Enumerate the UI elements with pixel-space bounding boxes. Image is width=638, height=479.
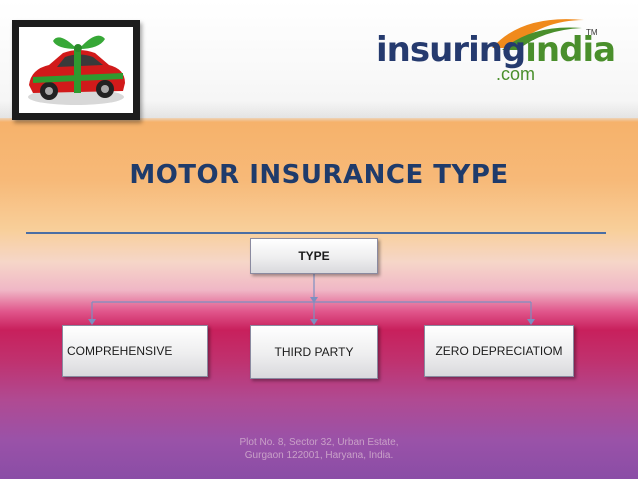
logo-wordmark: insuringindia	[376, 30, 616, 70]
logo-swoosh-icon	[492, 19, 584, 50]
gift-wrapped-car-icon	[28, 35, 125, 105]
insuringindia-logo[interactable]: insuringindia TM .com	[376, 19, 616, 102]
diagram-node-zero-depreciation: ZERO DEPRECIATIOM	[424, 325, 574, 377]
diagram-node-comprehensive: COMPREHENSIVE	[62, 325, 208, 377]
title-divider	[26, 232, 606, 234]
logo-text-main: insuring	[376, 30, 526, 70]
logo-trademark: TM	[586, 28, 598, 37]
page-title: MOTOR INSURANCE TYPE	[129, 160, 509, 190]
footer-address-line-2: Gurgaon 122001, Haryana, India.	[244, 450, 394, 461]
diagram-node-type: TYPE	[250, 238, 378, 274]
footer-address-line-1: Plot No. 8, Sector 32, Urban Estate,	[239, 437, 399, 448]
logo-text-brand: india	[525, 30, 616, 70]
diagram-node-third-party: THIRD PARTY	[250, 325, 378, 379]
car-photo-frame	[12, 20, 140, 120]
logo-domain: .com	[496, 64, 536, 84]
footer-address: Plot No. 8, Sector 32, Urban Estate, Gur…	[0, 436, 638, 462]
car-photo	[19, 27, 133, 113]
